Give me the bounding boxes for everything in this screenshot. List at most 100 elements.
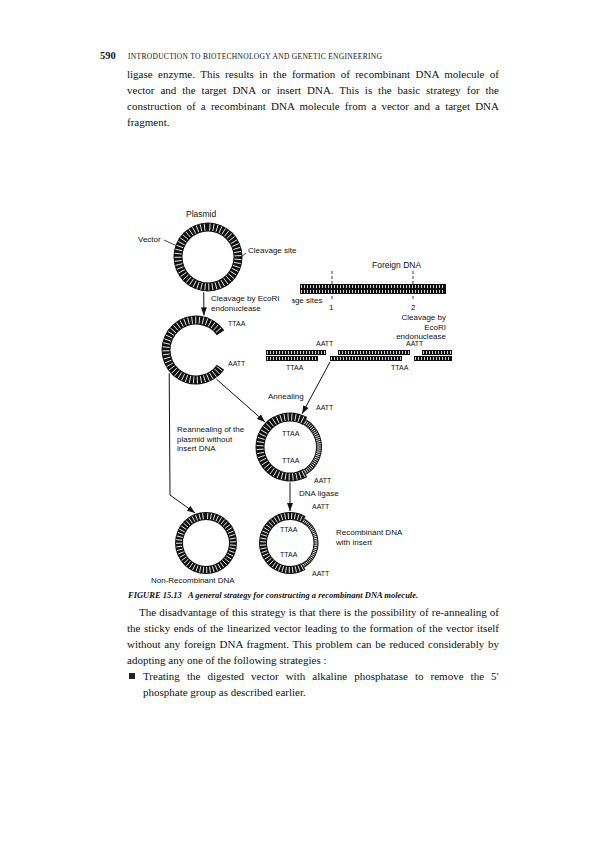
recombinant-plasmid: AATTTTAAAATTTTAARecombinant DNA with ins…: [259, 512, 321, 574]
plasmid-ring-band: [174, 223, 243, 292]
strand-tick: [370, 285, 371, 288]
strand-tick: [228, 553, 233, 556]
strand-tick: [427, 285, 428, 288]
strand-tick: [185, 375, 187, 382]
strand-tick: [229, 237, 235, 241]
strand-tick: [215, 283, 217, 290]
flow-arrow: [290, 483, 291, 512]
strand-tick: [292, 567, 294, 573]
strand-tick: [415, 285, 416, 288]
strand-tick: [169, 366, 175, 370]
strand-tick: [319, 290, 320, 293]
strand-tick: [264, 528, 269, 531]
strand-tick: [171, 328, 176, 333]
strand-tick: [234, 262, 241, 263]
strand-tick: [270, 468, 274, 474]
strand-tick: [200, 376, 201, 383]
strand-tick: [163, 343, 170, 345]
strand-tick: [212, 566, 214, 572]
strand-tick: [195, 317, 196, 324]
strand-tick: [274, 470, 277, 476]
strand-tick: [263, 427, 269, 431]
strand-tick: [175, 260, 182, 262]
strand-tick: [295, 566, 296, 572]
strand-tick: [445, 357, 446, 360]
step-label: Cleavage by EcoRI endonuclease: [210, 294, 292, 313]
strand-tick: [346, 357, 347, 360]
strand-tick: [309, 466, 312, 469]
sticky-end-label: AATT: [314, 477, 331, 484]
strand-tick: [433, 285, 434, 288]
strand-tick: [177, 549, 183, 551]
strand-tick: [382, 285, 383, 288]
strand-tick: [258, 437, 265, 439]
strand-tick: [311, 428, 314, 430]
strand-tick: [441, 351, 442, 354]
strand-tick: [303, 520, 305, 523]
strand-tick: [430, 290, 431, 293]
strand-tick: [355, 285, 356, 288]
sticky-end-label: AATT: [312, 570, 329, 577]
strand-tick: [301, 290, 302, 293]
strand-tick: [291, 414, 292, 421]
strand-tick: [193, 227, 196, 233]
strand-tick: [227, 528, 232, 531]
strand-tick: [361, 290, 362, 293]
strand-tick: [193, 281, 196, 287]
strand-tick: [187, 561, 191, 566]
strand-tick: [308, 525, 310, 527]
strand-tick: [433, 357, 434, 360]
strand-tick: [267, 558, 272, 562]
sticky-end-label: TTAA: [282, 430, 299, 437]
strand-tick: [210, 514, 211, 520]
strand-tick: [178, 372, 182, 378]
strand-tick: [306, 522, 308, 524]
strand-tick: [307, 290, 308, 293]
strand-tick: [297, 514, 299, 520]
strand-tick: [314, 538, 317, 540]
strand-tick: [427, 357, 428, 360]
strand-tick: [204, 224, 206, 231]
strand-tick: [450, 351, 451, 354]
strand-tick: [439, 357, 440, 360]
strand-tick: [202, 513, 204, 519]
strand-tick: [215, 565, 217, 571]
strand-tick: [306, 357, 307, 360]
strand-tick: [282, 357, 283, 360]
node-caption: Recombinant DNA with insert: [336, 528, 408, 547]
strand-tick: [355, 290, 356, 293]
strand-tick: [388, 357, 389, 360]
strand-tick: [436, 290, 437, 293]
strand-tick: [178, 552, 184, 554]
strand-tick: [421, 285, 422, 288]
strand-tick: [340, 357, 341, 360]
flow-arrow: [203, 292, 204, 315]
strand-tick: [234, 259, 241, 261]
strand-tick: [275, 564, 278, 569]
plasmid-ring: [175, 512, 237, 574]
strand-tick: [179, 529, 184, 532]
strand-tick: [400, 357, 401, 360]
strand-tick: [427, 290, 428, 293]
strand-tick: [310, 426, 313, 429]
strand-tick: [211, 322, 215, 328]
strand-tick: [267, 466, 272, 471]
strand-tick: [222, 228, 226, 234]
strand-tick: [360, 351, 361, 354]
insert-segment-band: [303, 419, 322, 474]
strand-tick: [226, 276, 231, 281]
strand-tick: [373, 357, 374, 360]
strand-tick: [394, 357, 395, 360]
strand-tick: [373, 285, 374, 288]
strand-tick: [396, 351, 397, 354]
strand-tick: [337, 357, 338, 360]
step-label: Annealing: [268, 392, 304, 402]
strand-tick: [369, 351, 370, 354]
strand-tick: [372, 351, 373, 354]
strand-tick: [442, 285, 443, 288]
strand-tick: [409, 290, 410, 293]
strand-tick: [207, 374, 210, 380]
sticky-end-label: AATT: [228, 360, 245, 367]
strand-tick: [337, 290, 338, 293]
strand-tick: [399, 351, 400, 354]
